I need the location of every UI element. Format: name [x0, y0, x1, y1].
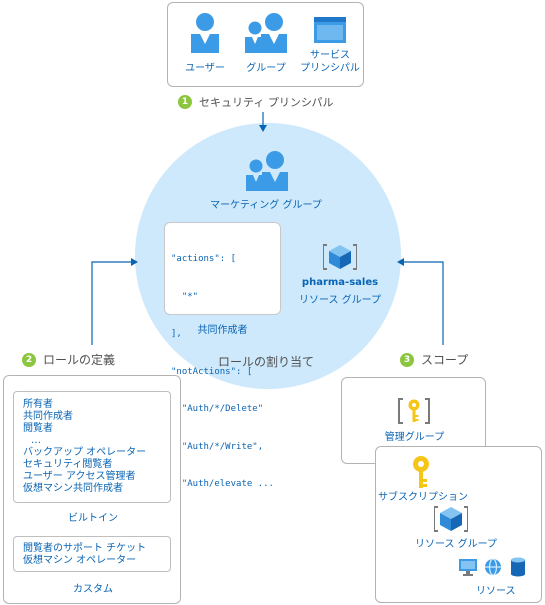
builtin-label: ビルトイン	[68, 513, 118, 524]
role-definition-json-card: "actions": [ "*" ], "notActions": [ "Aut…	[164, 222, 281, 489]
custom-label: カスタム	[73, 584, 113, 595]
user-label: ユーザー	[185, 63, 225, 74]
builtin-role-item: 共同作成者	[23, 411, 73, 422]
management-group-icon	[398, 398, 430, 424]
resource-group-cube-icon	[323, 244, 357, 270]
service-principal-label-line2: プリンシパル	[300, 63, 360, 74]
security-principal-caption: セキュリティ プリンシパル	[199, 96, 334, 109]
group-label: グループ	[246, 63, 286, 74]
builtin-roles-list: 所有者 共同作成者 閲覧者 … バックアップ オペレーター セキュリティ閲覧者 …	[23, 399, 146, 495]
step-number-2: 2	[22, 353, 36, 367]
management-group-label: 管理グループ	[384, 432, 445, 443]
custom-roles-card: 閲覧者のサポート チケット 仮想マシン オペレーター	[13, 536, 171, 572]
role-definition-title: ロールの定義	[43, 353, 116, 367]
json-line: ],	[171, 329, 182, 339]
subscription-label: サブスクリプション	[378, 492, 468, 503]
service-principal-label-line1: サービス	[310, 50, 350, 61]
builtin-role-item: 仮想マシン共同作成者	[23, 483, 123, 494]
custom-roles-list: 閲覧者のサポート チケット 仮想マシン オペレーター	[23, 543, 146, 567]
builtin-role-item: 閲覧者	[23, 423, 53, 434]
json-line: "Auth/elevate ...	[171, 479, 274, 489]
resource-name-label: pharma-sales	[301, 277, 379, 288]
builtin-role-item: 所有者	[23, 399, 53, 410]
role-definition-json: "actions": [ "*" ], "notActions": [ "Aut…	[171, 228, 274, 516]
json-line: "Auth/*/Write",	[171, 441, 264, 452]
virtual-machine-icon	[459, 559, 477, 576]
subscription-box: サブスクリプション リソース グループ リソース	[375, 446, 542, 603]
scope-arrow	[403, 261, 444, 345]
builtin-roles-card: 所有者 共同作成者 閲覧者 … バックアップ オペレーター セキュリティ閲覧者 …	[13, 391, 171, 503]
json-line: "actions": [	[171, 254, 237, 264]
json-line: "notActions": [	[171, 366, 253, 377]
role-definition-box: 所有者 共同作成者 閲覧者 … バックアップ オペレーター セキュリティ閲覧者 …	[3, 375, 181, 604]
subscription-key-icon	[413, 456, 429, 488]
role-assignment-caption: ロールの割り当て	[217, 355, 314, 369]
user-icon	[191, 13, 219, 53]
role-definition-arrow	[91, 261, 132, 345]
security-principal-box: ユーザー グループ サービス プリンシパル	[167, 2, 364, 87]
custom-role-item: 閲覧者のサポート チケット	[23, 543, 147, 554]
json-line: "Auth/*/Delete"	[171, 404, 264, 414]
json-line: "*"	[171, 291, 199, 302]
resource-group-label: リソース グループ	[298, 295, 382, 306]
step-number-3: 3	[400, 353, 414, 367]
web-app-globe-icon	[485, 558, 501, 576]
database-icon	[511, 557, 525, 577]
builtin-role-item: ユーザー アクセス管理者	[23, 471, 136, 482]
resources-label: リソース	[476, 586, 516, 597]
step-number-1: 1	[178, 95, 192, 109]
scope-resource-group-icon	[434, 506, 468, 532]
marketing-group-label: マーケティング グループ	[210, 200, 322, 211]
service-principal-label: サービス プリンシパル	[296, 49, 364, 75]
scope-resource-group-label: リソース グループ	[414, 539, 498, 550]
marketing-group-icon	[246, 151, 288, 191]
scope-title: スコープ	[421, 353, 469, 367]
group-icon	[245, 13, 287, 53]
builtin-role-item: …	[31, 435, 41, 446]
service-principal-icon	[314, 17, 346, 43]
builtin-role-item: セキュリティ閲覧者	[23, 459, 113, 470]
custom-role-item: 仮想マシン オペレーター	[23, 555, 137, 566]
role-name-label: 共同作成者	[197, 325, 248, 336]
builtin-role-item: バックアップ オペレーター	[23, 447, 147, 458]
